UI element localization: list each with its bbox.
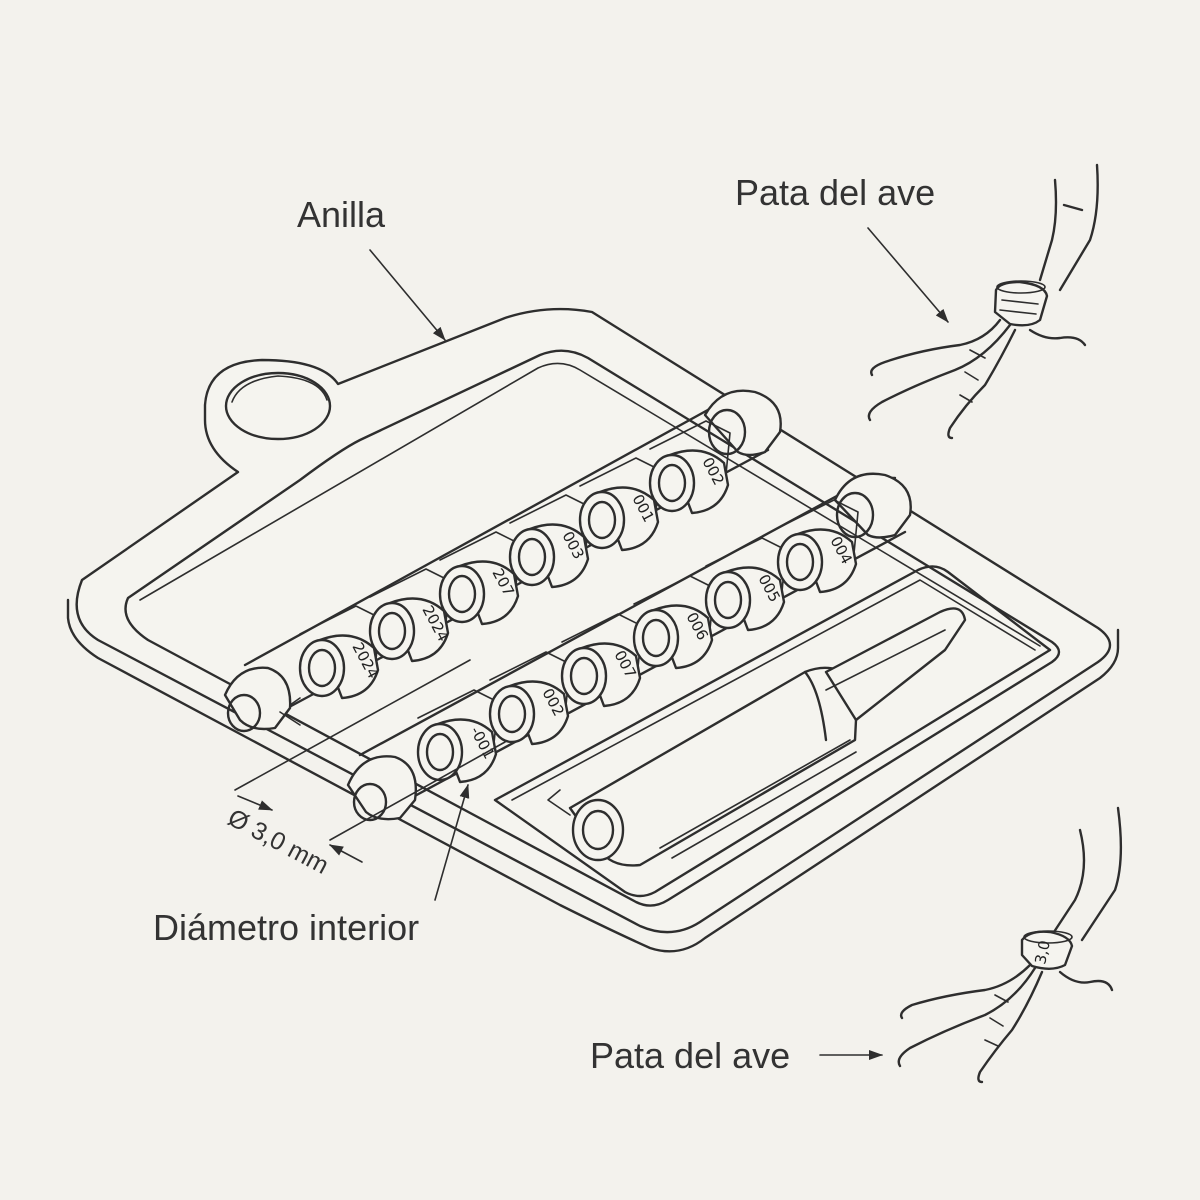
- dimension-label: Ø 3,0 mm: [223, 804, 333, 880]
- ring-row_top_rings-0: 2024: [298, 605, 382, 700]
- ring-row_bottom_rings-2: 007: [560, 613, 643, 708]
- leg-top-label: Pata del ave: [735, 172, 935, 213]
- leg-ring-text: 3,0: [1031, 939, 1054, 966]
- ring-row_bottom_rings-1: 002: [488, 651, 571, 746]
- bird-leg-bottom: [897, 806, 1123, 1084]
- bird-leg-top: [867, 163, 1099, 440]
- ring-row_top_rings-4: 001: [578, 457, 661, 552]
- dimension-lines: [234, 659, 506, 863]
- bottom-rail: [346, 472, 912, 822]
- label-arrows: [369, 227, 949, 1060]
- applicator-tool: [547, 607, 967, 867]
- ring-row_bottom_rings-3: 006: [632, 575, 715, 670]
- ring-row_bottom_rings-5: 004: [776, 499, 859, 594]
- ring-label: Anilla: [297, 194, 386, 235]
- leg-ring-bottom: [1020, 930, 1074, 970]
- top-rail: [223, 389, 782, 733]
- ring-card: [66, 307, 1120, 953]
- leg-ring-top: [993, 280, 1049, 327]
- hang-hole: [224, 371, 332, 441]
- applicator-pocket: [493, 565, 1052, 898]
- leg-bottom-label: Pata del ave: [590, 1035, 790, 1076]
- inner-diameter-label: Diámetro interior: [153, 907, 419, 948]
